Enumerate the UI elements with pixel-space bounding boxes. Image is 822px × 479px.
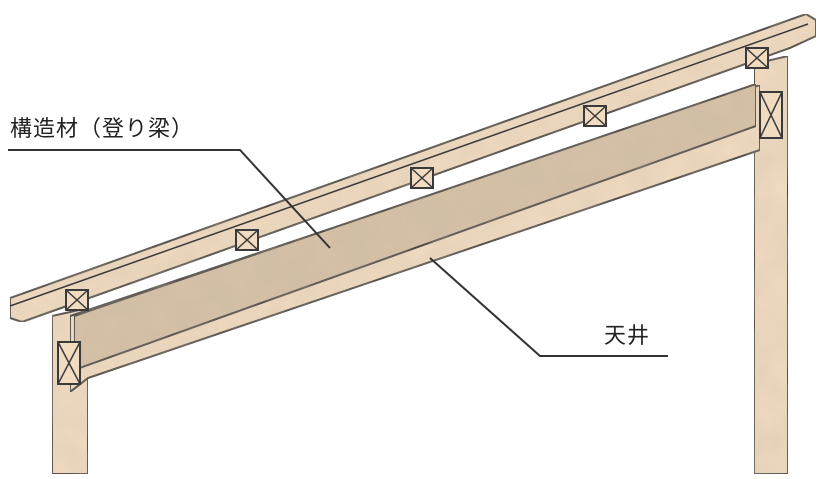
right-wall-post: [759, 91, 783, 139]
purlin-block: [235, 229, 259, 251]
purlin-block: [65, 289, 89, 311]
purlin-block: [583, 105, 607, 127]
purlin-block: [410, 167, 434, 189]
left-wall-post: [57, 341, 81, 385]
roof-board-edge: [9, 23, 809, 307]
purlin-block: [745, 47, 769, 69]
ceiling-label: 天井: [604, 324, 651, 349]
beam-leader-line: [8, 149, 331, 249]
structural-beam-label: 構造材（登り梁）: [10, 117, 195, 142]
ceiling-leader-line: [429, 257, 668, 357]
